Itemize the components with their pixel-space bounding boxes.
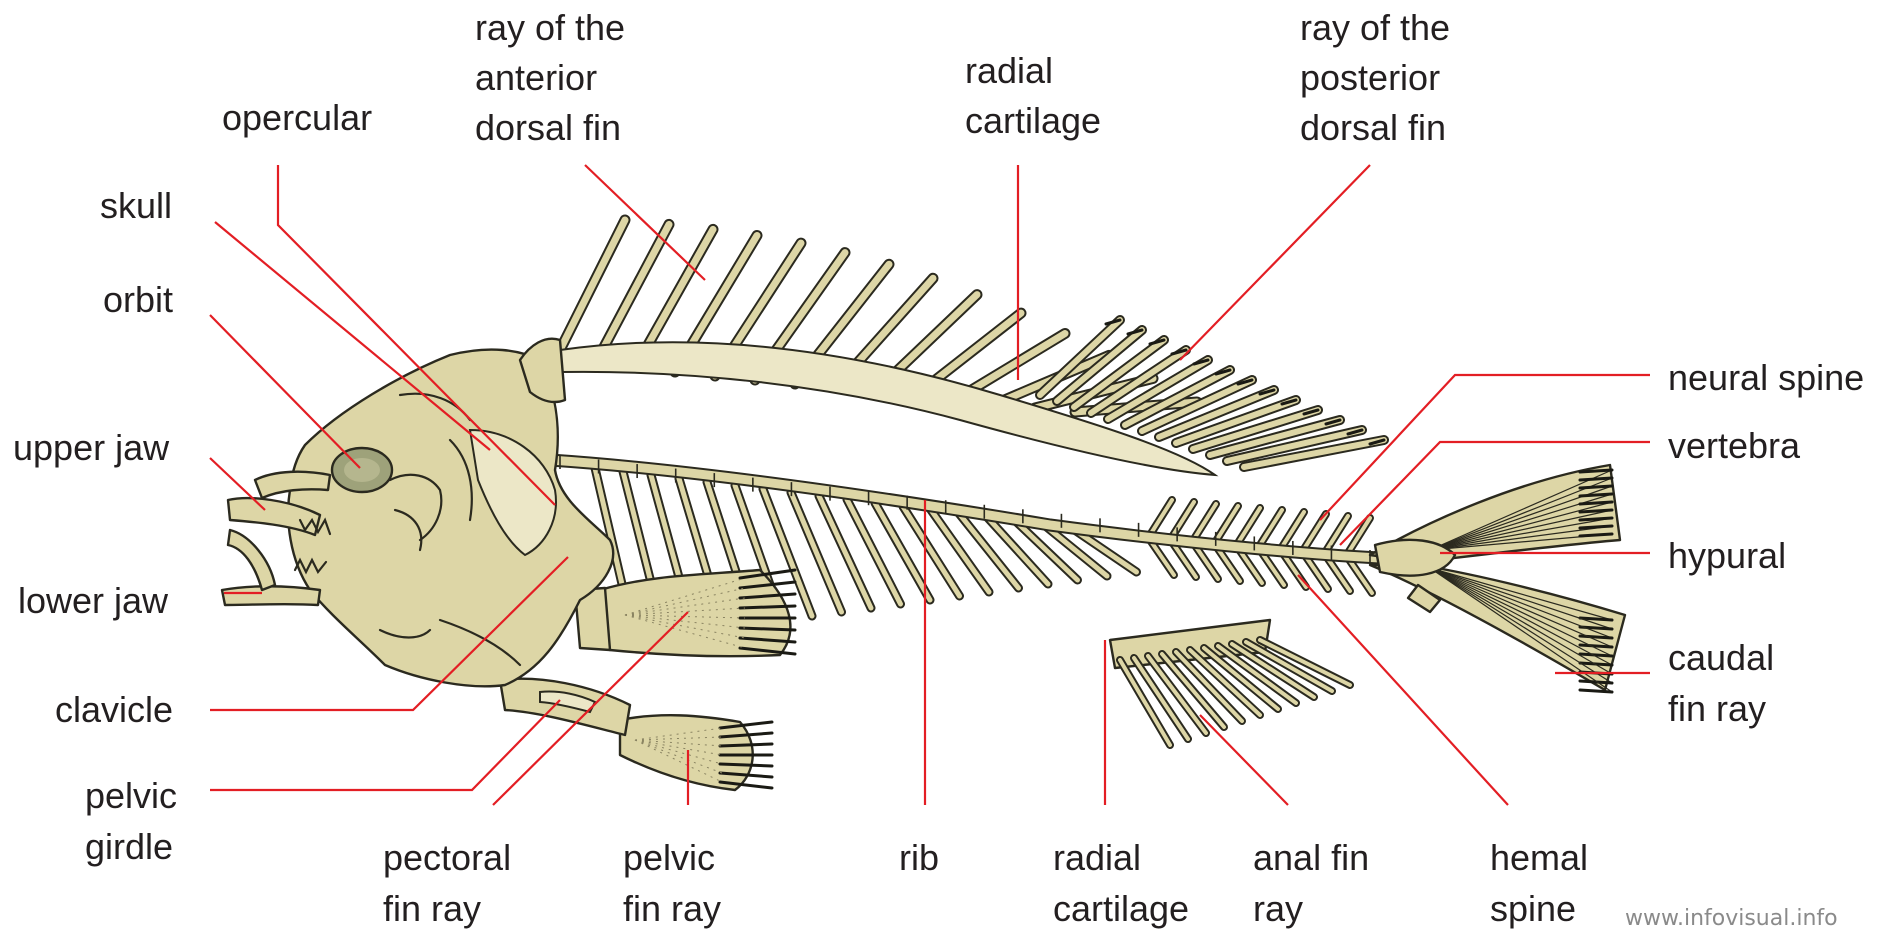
- rib-bone-fill: [903, 507, 960, 597]
- caudal-ray-tip: [1580, 478, 1612, 480]
- neural-spine-bone-fill: [1238, 508, 1260, 543]
- label-pelvic-girdle: pelvic girdle: [85, 775, 187, 867]
- neural-spine-bone-fill: [1172, 502, 1194, 537]
- label-opercular: opercular: [222, 97, 372, 138]
- fish-skeleton: [222, 220, 1625, 790]
- caudal-fin: [1370, 465, 1625, 692]
- caudal-ray-tip: [1580, 534, 1612, 536]
- label-vertebra: vertebra: [1668, 425, 1801, 466]
- pectoral-ray-tip: [740, 606, 795, 608]
- rib-bone-fill: [847, 500, 901, 605]
- caudal-ray-tip: [1580, 526, 1612, 528]
- anal-fin: [1110, 620, 1350, 745]
- neural-spine-bone-fill: [1348, 518, 1370, 553]
- caudal-ray-tip: [1580, 636, 1612, 638]
- label-anal-fin-ray: anal fin ray: [1253, 837, 1379, 929]
- pelvic-ray-tip: [720, 764, 772, 766]
- rib-bone-fill: [875, 503, 930, 600]
- caudal-ray-tip: [1580, 510, 1612, 512]
- label-clavicle: clavicle: [55, 689, 173, 730]
- caudal-ray-tip: [1580, 502, 1612, 504]
- neural-spine-bone-fill: [1150, 500, 1172, 535]
- label-radial-cartilage-bottom: radial cartilage: [1053, 837, 1189, 929]
- leader-pelvic-girdle: [210, 700, 560, 790]
- neural-spine-bone-fill: [1216, 506, 1238, 541]
- rib-bone-fill: [791, 493, 842, 613]
- neural-spine-bone-fill: [1194, 504, 1216, 539]
- label-caudal-fin-ray: caudal fin ray: [1668, 637, 1784, 729]
- leader-orbit: [210, 315, 360, 468]
- label-upper-jaw: upper jaw: [13, 427, 170, 468]
- caudal-ray-tip: [1580, 645, 1612, 647]
- caudal-ray-tip: [1580, 486, 1612, 488]
- label-lower-jaw: lower jaw: [18, 580, 169, 621]
- leader-anal-fin-ray: [1200, 715, 1288, 805]
- caudal-ray-tip: [1580, 470, 1612, 472]
- label-ray-anterior-dorsal-fin: ray of the anterior dorsal fin: [475, 7, 635, 148]
- pectoral-fin: [575, 570, 795, 656]
- caudal-ray-tip: [1580, 654, 1612, 656]
- pelvic-fin: [620, 715, 772, 790]
- label-hypural: hypural: [1668, 535, 1786, 576]
- label-neural-spine: neural spine: [1668, 357, 1864, 398]
- neural-spine-bone-fill: [1304, 514, 1326, 549]
- leader-ray-posterior-dorsal-fin: [1180, 165, 1370, 360]
- label-skull: skull: [100, 185, 172, 226]
- rib-bone-fill: [931, 510, 989, 592]
- label-pectoral-fin-ray: pectoral fin ray: [383, 837, 521, 929]
- rib-bone-fill: [819, 496, 871, 608]
- pectoral-ray-tip: [740, 628, 795, 630]
- credit-watermark: www.infovisual.info: [1625, 906, 1838, 931]
- lower-jaw-bone: [222, 586, 320, 605]
- neural-spine-bone-fill: [1326, 516, 1348, 551]
- label-radial-cartilage-top: radial cartilage: [965, 50, 1101, 141]
- caudal-ray-tip: [1580, 518, 1612, 520]
- caudal-ray-tip: [1580, 494, 1612, 496]
- pelvic-ray-tip: [720, 744, 772, 746]
- label-hemal-spine: hemal spine: [1490, 837, 1598, 929]
- neural-spine-bone-fill: [1260, 510, 1282, 545]
- label-orbit: orbit: [103, 279, 173, 320]
- label-rib: rib: [899, 837, 939, 878]
- label-ray-posterior-dorsal-fin: ray of the posterior dorsal fin: [1300, 7, 1460, 148]
- caudal-ray-tip: [1580, 690, 1612, 692]
- label-pelvic-fin-ray: pelvic fin ray: [623, 837, 725, 929]
- anterior-dorsal-ray-fill: [555, 220, 625, 360]
